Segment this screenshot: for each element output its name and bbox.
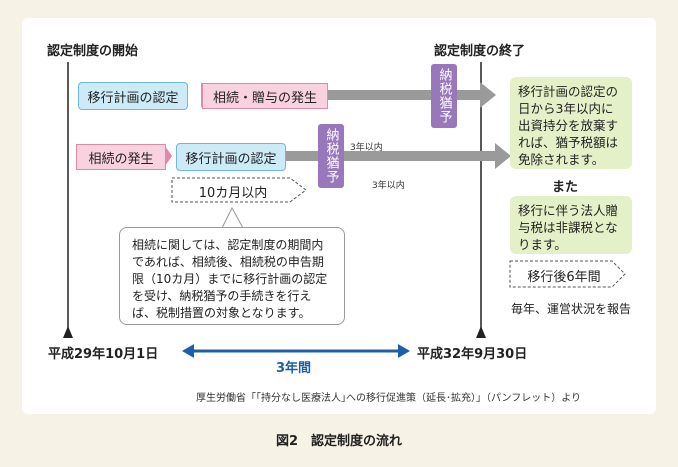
exemption-note-box: 移行計画の認定の日から3年以内に出資持分を放棄すれば、猶予税額は免除されます。 xyxy=(510,77,632,169)
row1-arrow-shaft xyxy=(328,90,482,100)
ten-months-label: 10カ月以内 xyxy=(198,186,268,201)
start-line-marker xyxy=(63,326,73,338)
start-date: 平成29年10月1日 xyxy=(48,347,159,362)
within-3-years-label-top: 3年以内 xyxy=(350,143,383,153)
span-arrow-left-head xyxy=(182,344,194,358)
callout-pointer xyxy=(221,206,244,229)
row2-arrow-shaft xyxy=(285,151,497,161)
row1-arrow-head xyxy=(480,82,496,108)
span-label: 3年間 xyxy=(276,361,312,376)
inheritance-note-callout: 相続に関しては、認定制度の期間内であれば、相続後、相続税の申告期限（10カ月）ま… xyxy=(119,227,345,325)
within-3-years-label-bottom: 3年以内 xyxy=(372,181,405,191)
gift-tax-note-box: 移行に伴う法人贈与税は非課税となります。 xyxy=(510,196,632,254)
ten-months-arrow-outline xyxy=(171,177,307,203)
span-arrow-right-head xyxy=(398,344,410,358)
figure-caption: 図2 認定制度の流れ xyxy=(276,434,403,449)
row2-arrow-head xyxy=(495,143,511,169)
row1-occurrence-box: 相続・贈与の発生 xyxy=(202,83,328,109)
end-header: 認定制度の終了 xyxy=(434,44,526,59)
six-years-label: 移行後6年間 xyxy=(527,270,601,285)
row1-plan-box: 移行計画の認定 xyxy=(78,82,188,110)
six-years-arrow-outline xyxy=(509,260,626,288)
start-header: 認定制度の開始 xyxy=(47,44,139,59)
annual-report-label: 毎年、運営状況を報告 xyxy=(511,302,632,316)
row2-occurrence-box: 相続の発生 xyxy=(76,144,166,170)
or-label: また xyxy=(552,180,579,195)
source-note: 厚生労働省「｢持分なし医療法人｣への移行促進策（延長･拡充）」（パンフレット）よ… xyxy=(196,393,581,404)
row2-deferral-box: 納税猶予 xyxy=(318,124,344,188)
row2-plan-box: 移行計画の認定 xyxy=(176,143,286,171)
end-line-marker xyxy=(476,326,486,338)
end-date: 平成32年9月30日 xyxy=(417,347,528,362)
row1-deferral-box: 納税猶予 xyxy=(431,64,457,128)
